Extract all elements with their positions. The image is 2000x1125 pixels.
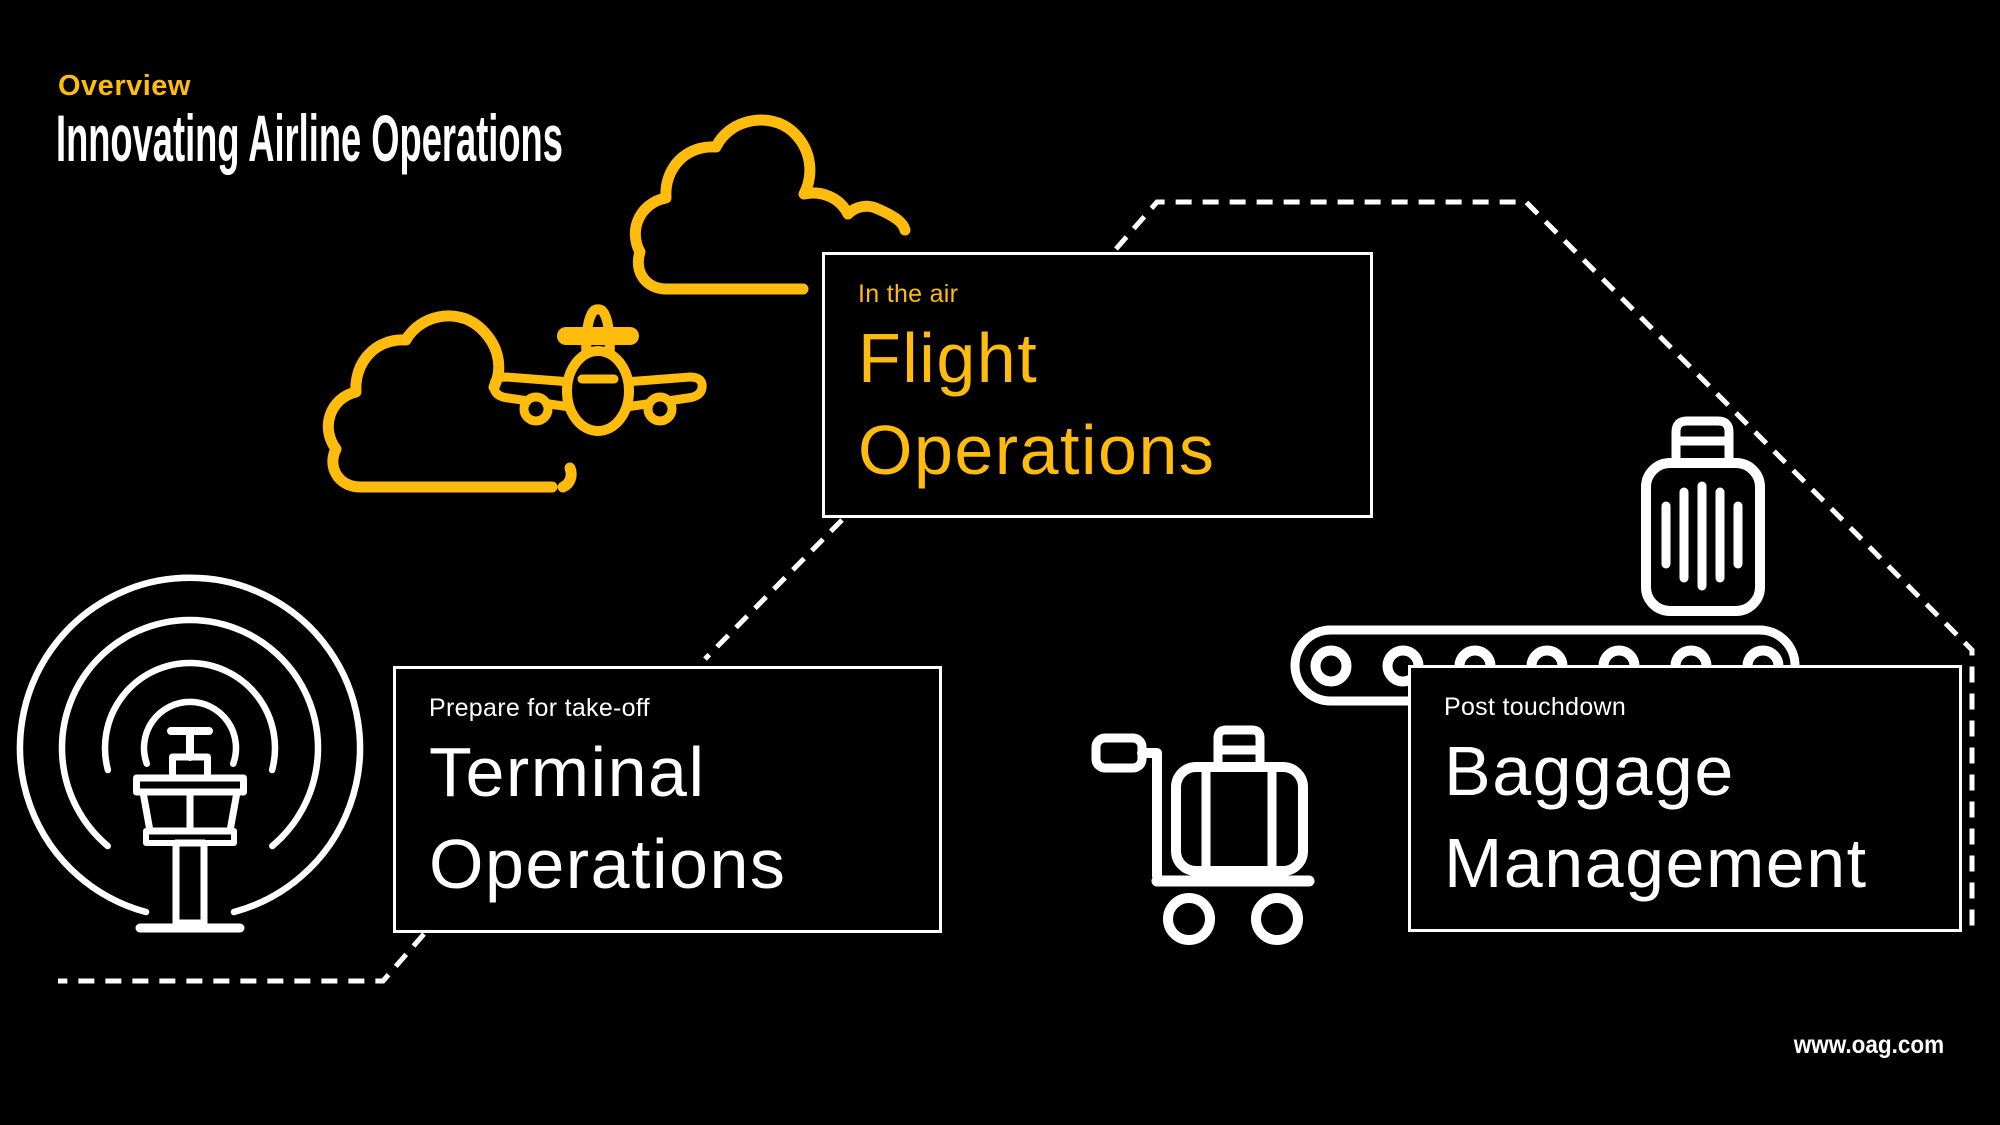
card-title-line2: Management <box>1444 823 1868 902</box>
dashed-connector-lines <box>58 199 1975 984</box>
card-kicker: Prepare for take-off <box>429 694 650 722</box>
card-title-line2: Operations <box>858 410 1216 489</box>
connector-terminal-to-left <box>58 932 426 984</box>
card-kicker: In the air <box>858 280 959 308</box>
card-title: Flight Operations <box>858 313 1360 496</box>
card-title-line2: Operations <box>429 824 787 903</box>
connector-terminal-to-flight <box>703 518 844 661</box>
control-tower-radar-icon <box>16 574 364 933</box>
card-flight-operations: In the air Flight Operations <box>822 252 1373 518</box>
website-url: www.oag.com <box>1793 1031 1944 1059</box>
card-kicker: Post touchdown <box>1444 693 1627 721</box>
overview-kicker: Overview <box>58 70 191 102</box>
card-title: Terminal Operations <box>429 727 929 910</box>
suitcase-icon <box>1641 416 1765 616</box>
airplane-front-icon <box>489 304 707 436</box>
page-title: Innovating Airline Operations <box>56 101 563 175</box>
connector-flight-to-baggage <box>1114 199 1975 930</box>
baggage-trolley-icon <box>1091 725 1315 945</box>
cloud-icon <box>629 114 911 295</box>
card-title-line1: Baggage <box>1444 732 1735 810</box>
cloud-icon <box>322 310 577 493</box>
card-baggage-management: Post touchdown Baggage Management <box>1408 665 1962 932</box>
card-terminal-operations: Prepare for take-off Terminal Operations <box>393 666 942 933</box>
card-title-line1: Terminal <box>429 733 706 811</box>
card-title: Baggage Management <box>1444 726 1949 909</box>
card-title-line1: Flight <box>858 319 1039 397</box>
